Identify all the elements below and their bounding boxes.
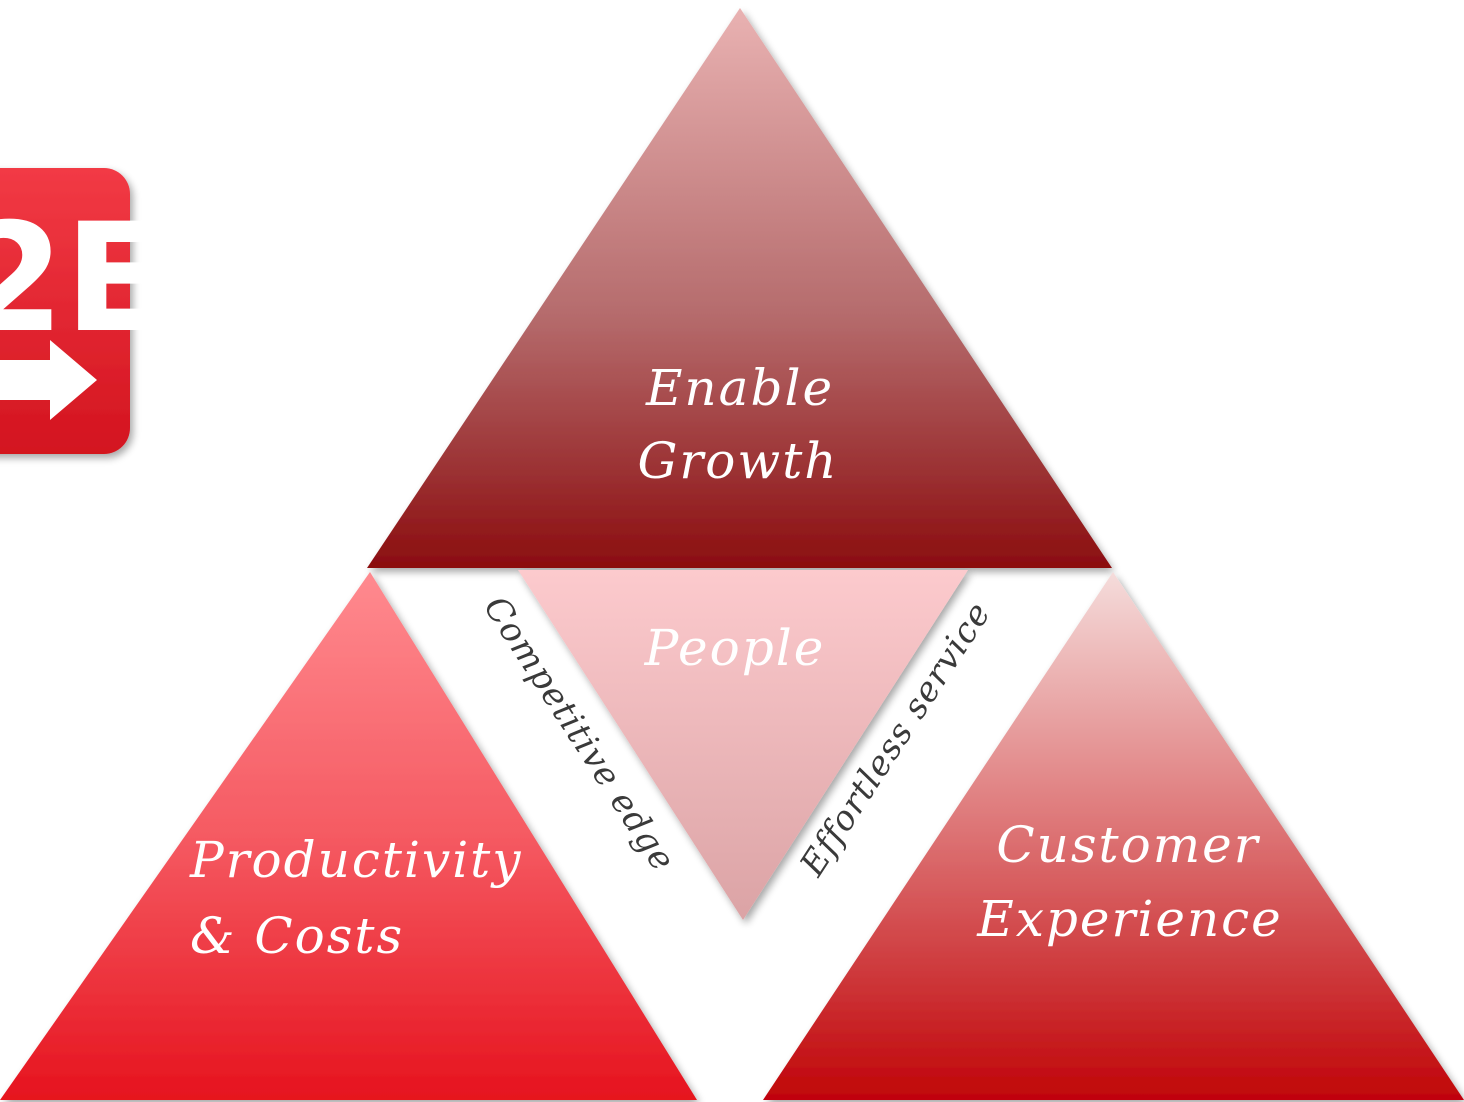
arrow-right-icon	[0, 340, 97, 420]
triangle-top-line1: Enable	[645, 359, 834, 417]
triangle-center: People	[518, 570, 968, 920]
triangle-center-label: People	[644, 619, 826, 677]
triangle-right-line2: Experience	[976, 890, 1283, 948]
triangle-top: Enable Growth	[367, 8, 1112, 568]
triangle-top-line2: Growth	[637, 432, 838, 490]
brand-logo: 2E	[0, 168, 167, 454]
triangle-right-shape	[763, 572, 1464, 1100]
triangle-right-line1: Customer	[996, 816, 1260, 874]
triangle-center-shape	[518, 570, 968, 920]
triangle-right: Customer Experience	[763, 572, 1464, 1100]
triangle-left-shape	[0, 572, 697, 1100]
logo-letters: 2E	[0, 192, 167, 366]
triangle-top-shape	[367, 8, 1112, 568]
triangle-left-line2: & Costs	[190, 907, 404, 965]
triangle-left: Productivity & Costs	[0, 572, 697, 1100]
triangle-left-line1: Productivity	[189, 831, 523, 889]
